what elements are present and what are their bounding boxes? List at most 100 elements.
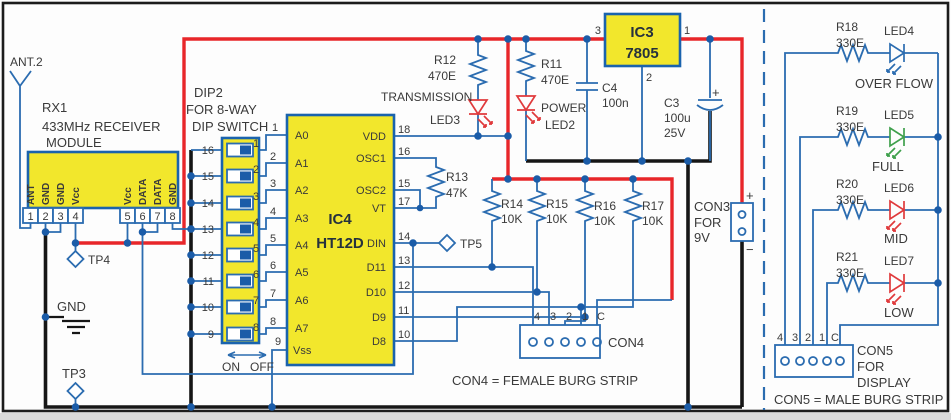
- ic4-d11: D11: [367, 262, 386, 274]
- led7-ref: LED7: [884, 254, 914, 268]
- led7-low-led: [886, 273, 905, 305]
- r12-ref: R12: [434, 53, 456, 67]
- ic4-pin-num: 3: [270, 178, 276, 190]
- con3-connector: [730, 202, 754, 242]
- ic4-pin-num: 12: [398, 280, 410, 292]
- r19-ref: R19: [836, 104, 858, 118]
- con5-pin: 4: [777, 332, 783, 344]
- led7-label: LOW: [884, 305, 914, 320]
- con3-ref: CON3: [694, 199, 730, 214]
- ic4-a5: A5: [295, 267, 308, 279]
- r21-ref: R21: [836, 250, 858, 264]
- ic3-part: 7805: [625, 45, 658, 62]
- rx1-ref: RX1: [42, 100, 67, 115]
- r17-ref: R17: [642, 199, 664, 213]
- con3-desc1: FOR: [694, 215, 721, 230]
- led5-label: FULL: [872, 159, 904, 174]
- rx-pin-num: 8: [169, 211, 175, 223]
- r13-value: 47K: [446, 186, 467, 200]
- led2-power-led: [516, 95, 541, 124]
- con4-pin: 1: [582, 311, 588, 323]
- con3-minus: −: [746, 242, 754, 257]
- c4-value: 100n: [602, 96, 629, 110]
- rx-pin-num: 1: [27, 211, 33, 223]
- resistor-r15: [528, 185, 546, 227]
- c3-ref: C3: [664, 96, 680, 110]
- ic4-osc1: OSC1: [356, 153, 386, 165]
- rx-pin-num: 2: [42, 211, 48, 223]
- dip2-ref: DIP2: [194, 85, 223, 100]
- rx1-name1: 433MHz RECEIVER: [42, 119, 160, 134]
- resistor-r16: [576, 185, 594, 227]
- con4-note: CON4 = FEMALE BURG STRIP: [452, 373, 638, 388]
- led4-overflow-led: [886, 43, 905, 75]
- dip-sw-num: 7: [253, 295, 259, 307]
- resistor-r13: [427, 161, 445, 203]
- dip-sw-num: 6: [253, 269, 259, 281]
- rx1-name2: MODULE: [46, 135, 102, 150]
- con4-pin: 4: [534, 311, 540, 323]
- tp4-testpoint-icon: [66, 250, 85, 268]
- ic4-pin-num: 6: [270, 260, 276, 272]
- tp4-label: TP4: [88, 253, 110, 267]
- rx-pin-label: GND: [41, 183, 52, 205]
- ic4-d10: D10: [366, 287, 386, 299]
- ic4-pin-num: 16: [398, 146, 410, 158]
- ic4-part: HT12D: [316, 235, 364, 252]
- ic3-pin2: 2: [646, 72, 652, 84]
- ic4-a0: A0: [295, 130, 308, 142]
- dip-switch: [220, 136, 267, 359]
- r13-ref: R13: [446, 170, 468, 184]
- ic4-a2: A2: [295, 185, 308, 197]
- ic4-a3: A3: [295, 213, 308, 225]
- ic4-d9: D9: [372, 312, 386, 324]
- tp5-testpoint-icon: [438, 234, 456, 252]
- tp3-testpoint-icon: [66, 382, 85, 400]
- resistor-r11: [517, 45, 535, 87]
- ic4-pin-num: 5: [270, 233, 276, 245]
- ic4-pin-num: 13: [398, 255, 410, 267]
- ic4-vdd: VDD: [363, 131, 386, 143]
- led5-ref: LED5: [884, 108, 914, 122]
- dip2-desc1: FOR 8-WAY: [186, 102, 257, 117]
- dip-pin-num: 9: [208, 329, 214, 341]
- ic4-pin1-num: 1: [272, 122, 278, 134]
- r12-value: 470E: [428, 69, 456, 83]
- tp3-label: TP3: [62, 366, 86, 381]
- rx-pin-label: DATA: [138, 179, 149, 205]
- on-off-arrow: [227, 351, 267, 359]
- rx-pin-label: Vcc: [71, 187, 82, 205]
- r17-value: 10K: [642, 214, 663, 228]
- ic4-a6: A6: [295, 295, 308, 307]
- dip-pin-num: 16: [202, 145, 214, 157]
- rx-pin-num: 7: [154, 211, 160, 223]
- dip-off-label: OFF: [250, 360, 274, 374]
- ic4-pin-num: 2: [270, 151, 276, 163]
- led6-mid-led: [886, 200, 905, 232]
- con5-desc2: DISPLAY: [857, 375, 911, 390]
- dip2-desc2: DIP SWITCH: [192, 119, 268, 134]
- r19-value: 330E: [836, 120, 864, 134]
- r20-ref: R20: [836, 177, 858, 191]
- display-wires: [784, 52, 939, 345]
- r20-value: 330E: [836, 193, 864, 207]
- resistor-r17: [624, 185, 642, 227]
- ic3-pin1: 1: [684, 25, 690, 37]
- dip-pin-num: 11: [203, 276, 214, 288]
- ic4-pin-num: 18: [398, 124, 410, 136]
- led5-full-led: [886, 127, 905, 159]
- con5-pin: 1: [819, 332, 825, 344]
- led6-label: MID: [884, 231, 908, 246]
- c3-value: 100u: [664, 111, 691, 125]
- rx-pin-label: ANT: [26, 184, 37, 205]
- ic4-body: [285, 113, 396, 367]
- led3-ref: LED3: [430, 113, 460, 127]
- c3-rating: 25V: [664, 126, 685, 140]
- ic4-ref: IC4: [328, 211, 352, 228]
- dip-sw-num: 5: [253, 243, 259, 255]
- con4-ref: CON4: [608, 335, 644, 350]
- rx-pin-num: 6: [139, 211, 145, 223]
- led4-ref: LED4: [884, 24, 914, 38]
